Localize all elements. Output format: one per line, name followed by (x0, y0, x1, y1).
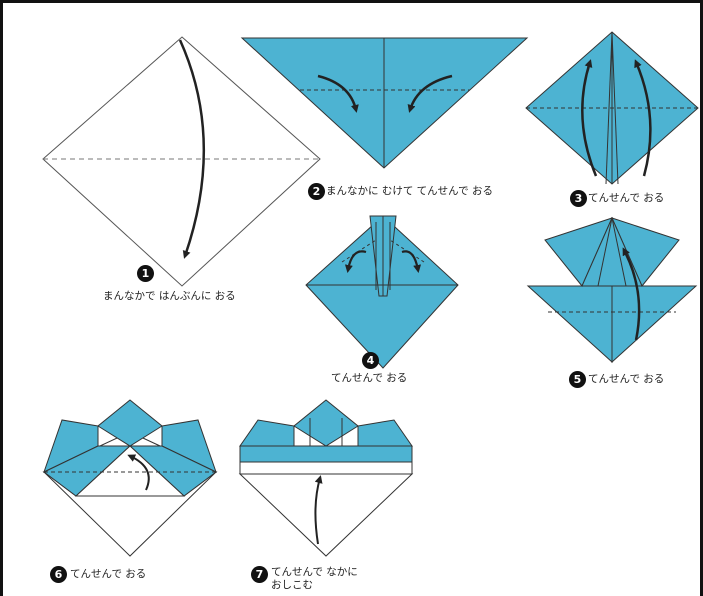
step-4-number-badge: 4 (362, 352, 379, 369)
step-1-caption: まんなかで はんぶんに おる (103, 290, 236, 303)
step-3-caption: てんせんで おる (588, 192, 664, 205)
step-5-number-badge: 5 (569, 371, 586, 388)
step-6-number-badge: 6 (50, 566, 67, 583)
step-4-figure (306, 216, 458, 368)
step-7-figure (240, 400, 412, 556)
step-6-caption: てんせんで おる (70, 568, 146, 581)
step-1-figure (43, 37, 320, 286)
step-4-caption: てんせんで おる (331, 372, 407, 385)
step-1-number-badge: 1 (137, 265, 154, 282)
step-7-caption-line1: てんせんで なかに (271, 566, 358, 579)
step-5-caption: てんせんで おる (588, 373, 664, 386)
step-5-figure (528, 218, 696, 362)
step-2-number-badge: 2 (308, 183, 325, 200)
step-3-figure (526, 32, 698, 184)
step-2-caption: まんなかに むけて てんせんで おる (326, 185, 493, 198)
step-6-figure (44, 400, 216, 556)
step-7-number-badge: 7 (251, 566, 268, 583)
step-3-number-badge: 3 (570, 190, 587, 207)
step-7-caption-line2: おしこむ (271, 579, 313, 592)
